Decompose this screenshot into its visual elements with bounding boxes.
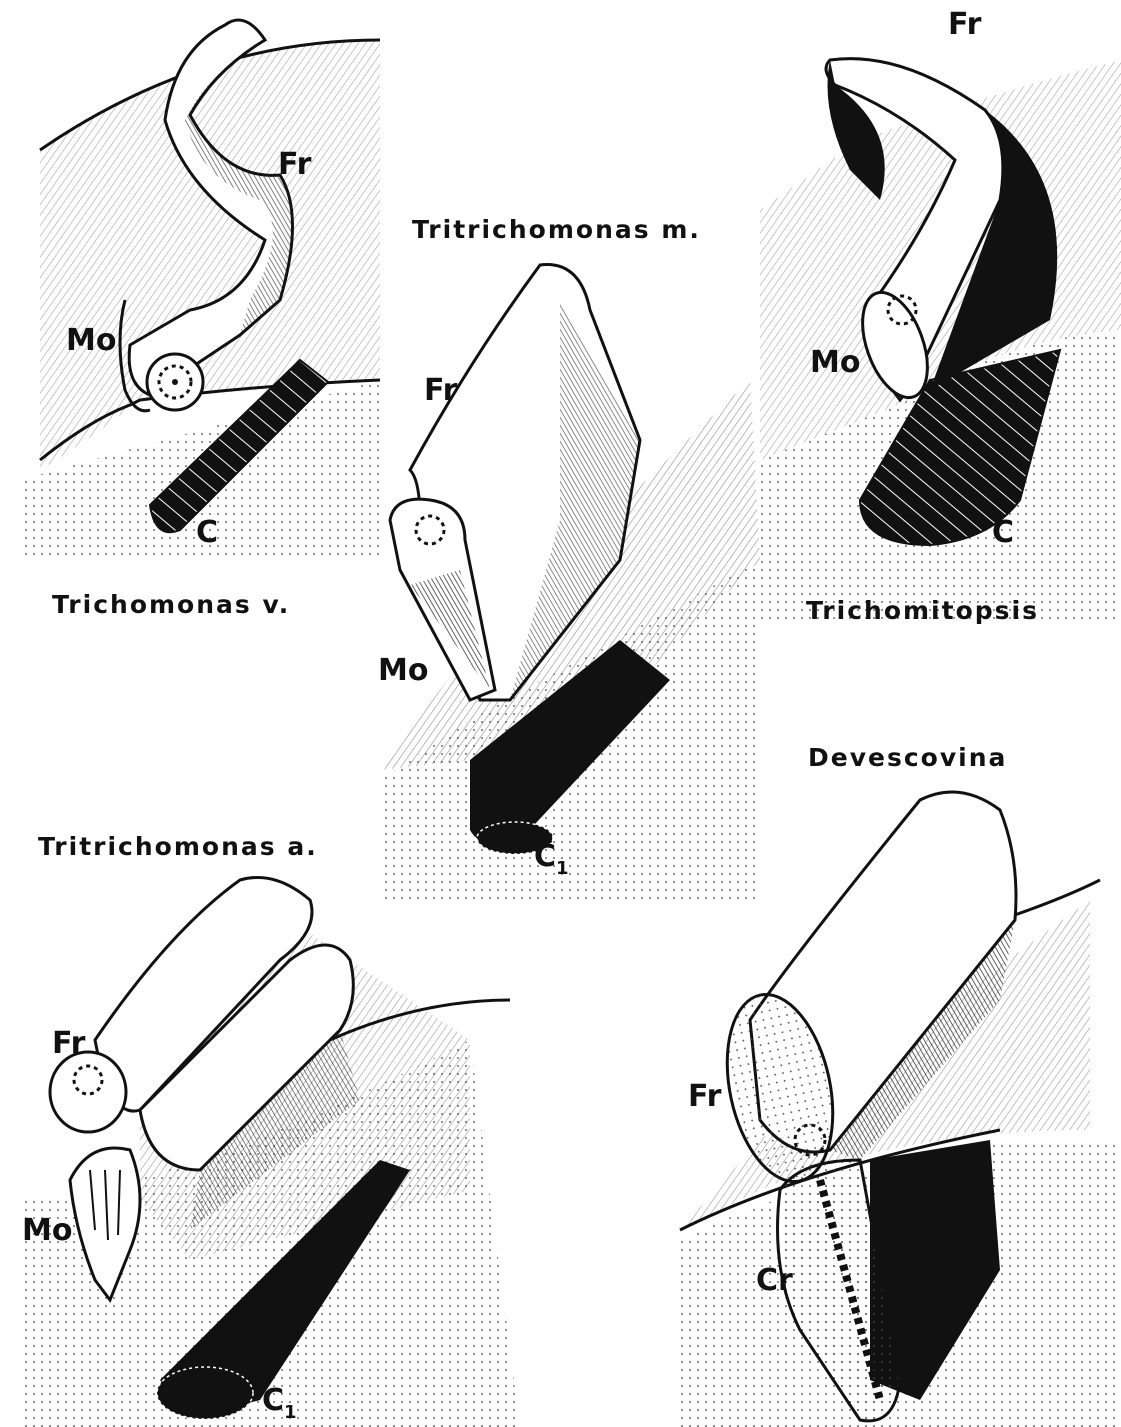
label-c-main: C <box>262 1383 284 1418</box>
label-mo-trichomitopsis: Mo <box>810 348 860 378</box>
label-mo-tritrichomonas-m: Mo <box>378 656 428 686</box>
label-c1-tritrichomonas-m: C1 <box>534 842 569 872</box>
label-mo-tritrichomonas-a: Mo <box>22 1216 72 1246</box>
label-c-trichomonas-v: C <box>196 518 218 548</box>
costa-end <box>157 1367 253 1419</box>
label-c1-tritrichomonas-a: C1 <box>262 1386 297 1416</box>
label-mo-trichomonas-v: Mo <box>66 326 116 356</box>
panel-trichomonas-v <box>20 20 380 560</box>
title-tritrichomonas-m: Tritrichomonas m. <box>412 217 701 242</box>
title-tritrichomonas-a: Tritrichomonas a. <box>38 834 318 859</box>
panel-tritrichomonas-a <box>20 878 520 1427</box>
label-cr-devescovina: Cr <box>756 1266 793 1296</box>
label-c-trichomitopsis: C <box>992 518 1014 548</box>
label-fr-trichomitopsis: Fr <box>948 10 981 40</box>
flagellum-cross-section <box>50 1052 126 1132</box>
label-c-main: C <box>534 839 556 874</box>
title-trichomonas-v: Trichomonas v. <box>52 592 290 617</box>
label-fr-trichomonas-v: Fr <box>278 150 311 180</box>
label-c-subscript: 1 <box>556 858 569 879</box>
label-fr-devescovina: Fr <box>688 1082 721 1112</box>
panel-tritrichomonas-m <box>380 265 760 900</box>
central-pair <box>172 379 178 385</box>
title-trichomitopsis: Trichomitopsis <box>806 598 1039 623</box>
label-c-subscript: 1 <box>284 1402 297 1423</box>
title-devescovina: Devescovina <box>808 745 1007 770</box>
label-fr-tritrichomonas-a: Fr <box>52 1029 85 1059</box>
panel-trichomitopsis <box>760 59 1121 620</box>
label-fr-tritrichomonas-m: Fr <box>424 376 457 406</box>
